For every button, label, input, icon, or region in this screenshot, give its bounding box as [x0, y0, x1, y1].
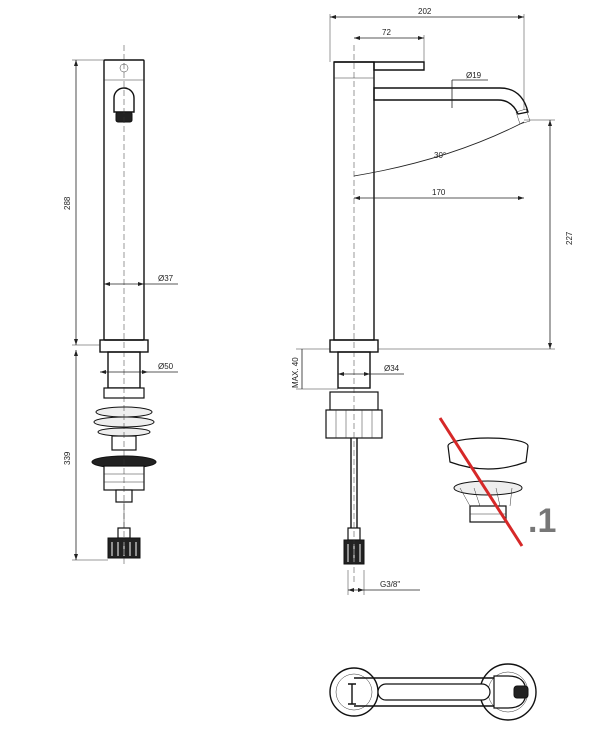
top-view: [329, 663, 537, 721]
dim-diameter-34: Ø34: [384, 364, 400, 373]
side-view: 202 72 Ø19 30° 170 227 MAX. 40: [291, 7, 574, 595]
dim-angle-30: 30°: [434, 151, 446, 160]
dim-diameter-37: Ø37: [158, 274, 174, 283]
dim-max-40: MAX. 40: [291, 357, 300, 388]
variant-note-label: .1: [528, 502, 556, 540]
dim-339: 339: [63, 451, 72, 465]
dim-202: 202: [418, 7, 432, 16]
cross-out-line: [438, 417, 524, 547]
dim-288: 288: [63, 196, 72, 210]
dim-diameter-50: Ø50: [158, 362, 174, 371]
front-view: 288 339 Ø37 Ø50: [63, 45, 178, 565]
dim-72: 72: [382, 28, 391, 37]
dim-227: 227: [565, 231, 574, 245]
drain-waste-crossed-out: .1: [438, 417, 556, 547]
dim-170: 170: [432, 188, 446, 197]
dim-thread-g38: G3/8": [380, 580, 400, 589]
dim-diameter-19: Ø19: [466, 71, 482, 80]
